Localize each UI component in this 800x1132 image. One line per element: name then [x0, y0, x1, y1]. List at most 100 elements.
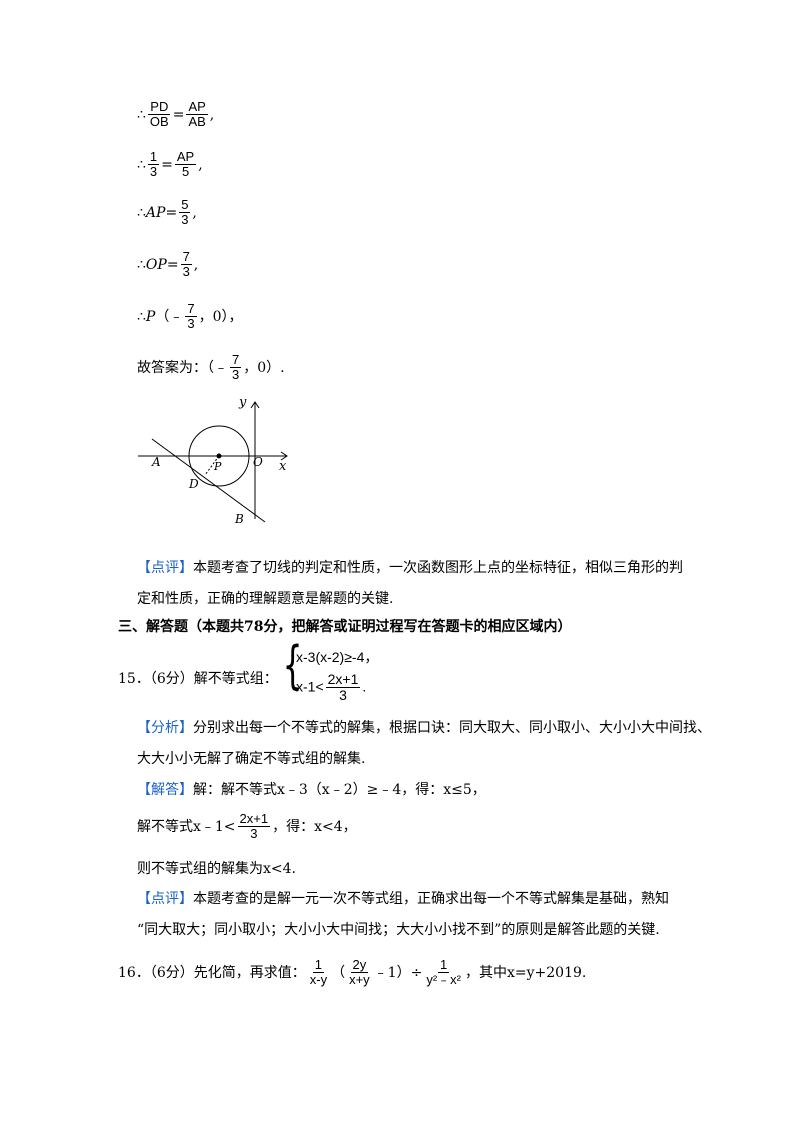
minus-one-divide: ﹣1）÷ [373, 964, 423, 981]
numerator: PD [148, 99, 171, 116]
therefore-symbol: ∴ [137, 204, 146, 221]
denominator: y²﹣x² [426, 972, 461, 988]
equals: = [172, 106, 185, 123]
numerator: AP [174, 149, 197, 166]
denominator: 3 [232, 367, 240, 383]
numerator: AP [186, 99, 208, 116]
answer-text: 故答案为：（﹣ [137, 359, 228, 376]
variable-p: P [145, 308, 156, 325]
numerator: 1 [147, 149, 160, 166]
comment-1-line-1: 【点评】本题考查了切线的判定和性质，一次函数图形上点的坐标特征，相似三角形的判 [137, 557, 683, 577]
comma: , [198, 156, 203, 173]
equals: = [161, 156, 173, 173]
circle-p [188, 425, 250, 487]
geometry-figure: y x A P O D B [138, 395, 288, 526]
numerator: 7 [180, 249, 192, 266]
comment-1-line-2: 定和性质，正确的理解题意是解题的关键. [137, 588, 393, 608]
label-x: x [279, 459, 287, 474]
denominator: x-y [309, 972, 328, 988]
therefore-symbol: ∴ [137, 106, 146, 123]
comma: , [209, 106, 215, 123]
numerator: 7 [230, 352, 242, 369]
q16-tail: ，其中x=y+2019. [464, 964, 587, 981]
solution-tag: 【解答】 [137, 782, 193, 798]
x-axis-arrow [280, 451, 288, 461]
numerator: 2y [350, 957, 369, 974]
denominator: x+y [349, 972, 370, 988]
denominator: OB [149, 114, 169, 130]
comment-text: 本题考查了切线的判定和性质，一次函数图形上点的坐标特征，相似三角形的判 [193, 560, 683, 576]
ineq2-left: x-1< [296, 678, 324, 695]
answer-close: ，0）. [243, 359, 285, 376]
solution-line-1: 【解答】解：解不等式x﹣3（x﹣2）≥﹣4，得：x≤5， [137, 779, 486, 799]
therefore-symbol: ∴ [137, 308, 146, 325]
comment-tag: 【点评】 [137, 560, 193, 576]
period: . [362, 678, 367, 695]
denominator: 3 [339, 687, 347, 704]
comment-text: 本题考查的是解一元一次不等式组，正确求出每一个不等式解集是基础，熟知 [193, 891, 669, 907]
therefore-symbol: ∴ [137, 256, 146, 273]
numerator: 1 [438, 957, 450, 974]
open-paren: （ [331, 964, 346, 981]
denominator: 5 [181, 164, 190, 180]
line-ab [151, 438, 266, 523]
label-y: y [238, 395, 247, 410]
analysis-tag: 【分析】 [137, 720, 193, 736]
label-d: D [188, 477, 199, 491]
denominator: AB [188, 114, 206, 130]
close-paren: ，0）， [198, 308, 243, 325]
variable-op: OP [145, 256, 167, 273]
comma: , [192, 204, 197, 221]
numerator: 5 [179, 197, 191, 214]
label-a: A [151, 455, 161, 469]
comment-text: “同大取大；同小取小；大小小大中间找；大大小小找不到”的原则是解答此题的关键. [137, 922, 660, 938]
comment-2-line-1: 【点评】本题考查的是解一元一次不等式组，正确求出每一个不等式解集是基础，熟知 [137, 888, 669, 908]
q16-number: 16．（6分）先化简，再求值： [118, 964, 306, 981]
comment-2-line-2: “同大取大；同小取小；大小小大中间找；大大小小找不到”的原则是解答此题的关键. [137, 919, 660, 939]
solution-line-3: 则不等式组的解集为x<4. [137, 861, 296, 877]
denominator: 3 [149, 164, 158, 180]
q15-number: 15．（6分）解不等式组： [118, 671, 278, 687]
equals: = [165, 204, 178, 221]
analysis-text: 大大小小无解了确定不等式组的解集. [137, 751, 366, 767]
denominator: 3 [250, 826, 258, 842]
therefore-symbol: ∴ [137, 156, 146, 173]
y-axis-arrow [250, 401, 260, 409]
q15-inequality-1: x-3(x-2)≥-4， [296, 649, 379, 665]
analysis-line-1: 【分析】分别求出每一个不等式的解集，根据口诀：同大取大、同小取小、大小小大中间找… [137, 717, 711, 737]
open-paren: （﹣ [155, 308, 184, 325]
analysis-line-2: 大大小小无解了确定不等式组的解集. [137, 748, 365, 768]
solution-text: 解不等式x﹣1< [137, 818, 236, 835]
solution-text: ，得：x<4， [272, 818, 357, 835]
equals: = [166, 256, 179, 273]
numerator: 2x+1 [237, 811, 271, 828]
section-3-title: 三、解答题（本题共78分，把解答或证明过程写在答题卡的相应区域内） [118, 619, 572, 635]
label-p: P [213, 460, 222, 473]
denominator: 3 [187, 316, 195, 332]
variable-ap: AP [145, 204, 166, 221]
denominator: 3 [181, 212, 189, 228]
comment-tag: 【点评】 [137, 891, 193, 907]
numerator: 7 [185, 301, 197, 318]
solution-text: 解：解不等式x﹣3（x﹣2）≥﹣4，得：x≤5， [193, 782, 486, 798]
